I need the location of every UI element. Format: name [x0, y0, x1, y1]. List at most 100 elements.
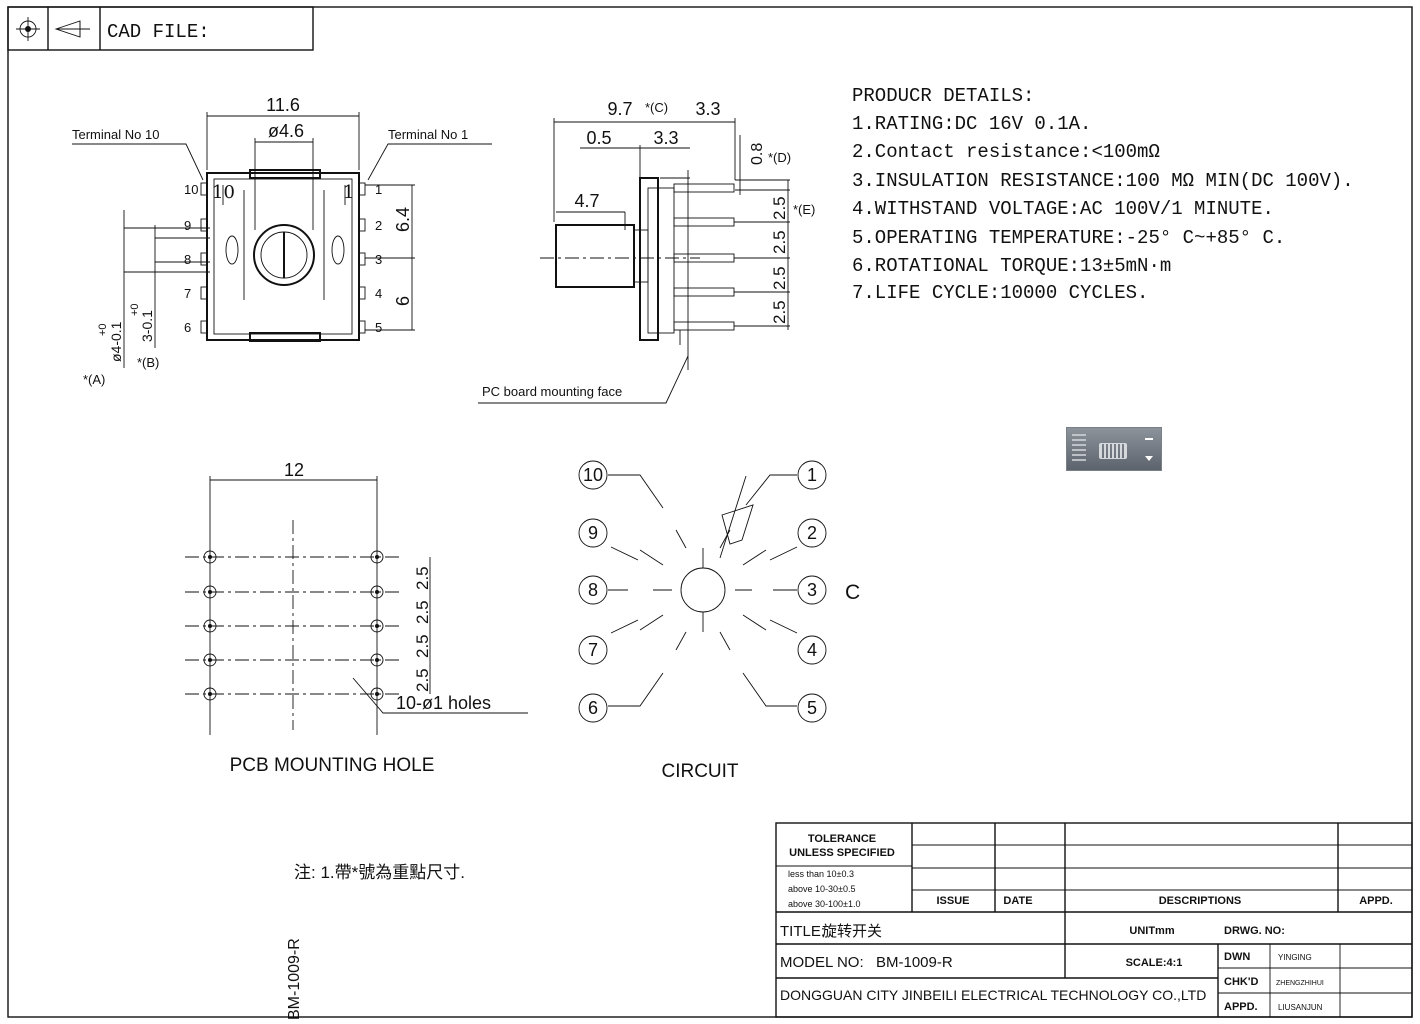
- descriptions-header: DESCRIPTIONS: [1159, 895, 1242, 907]
- note-text: 注: 1.帶*號為重點尺寸.: [294, 863, 465, 882]
- circuit-terminal-label: 4: [807, 640, 817, 660]
- drag-handle-icon[interactable]: [1072, 434, 1086, 464]
- dim-33-top: 3.3: [695, 99, 720, 119]
- dwn-value: YINGING: [1278, 953, 1312, 962]
- side-pitch: 2.5: [770, 230, 789, 254]
- circuit-terminal-label: 1: [807, 465, 817, 485]
- dim-total: 9.7: [607, 99, 632, 119]
- drwg-no-label: DRWG. NO:: [1224, 925, 1285, 937]
- title-value: 旋转开关: [822, 923, 882, 940]
- dim-lower: 6: [393, 296, 413, 306]
- sheet-border: [7, 6, 1413, 1018]
- tolerance-row: less than 10±0.3: [788, 869, 854, 879]
- detail-item: 2.Contact resistance:<100mΩ: [852, 141, 1160, 163]
- chkd-label: CHK'D: [1224, 976, 1258, 988]
- model-label: MODEL NO:: [780, 954, 864, 971]
- circuit-terminal-label: 5: [807, 698, 817, 718]
- side-pins: [673, 183, 735, 331]
- cad-file-label: CAD FILE:: [107, 21, 210, 43]
- circuit-terminals: 1 2 3 4 5 6 7 8 9 10: [578, 460, 827, 723]
- pcb-holes-label: 10-ø1 holes: [396, 693, 491, 713]
- title-block: TOLERANCE UNLESS SPECIFIED less than 10±…: [775, 822, 1413, 1018]
- circuit: 1 2 3 4 5 6 7 8 9 10 C CIRCUIT: [578, 460, 860, 782]
- tol-b: 3-0.1: [139, 310, 155, 342]
- mark-d: *(D): [768, 150, 791, 165]
- dropdown-arrow-icon[interactable]: [1145, 456, 1153, 461]
- pcb-pitch: 2.5: [413, 566, 432, 590]
- dim-33-mid: 3.3: [653, 128, 678, 148]
- circuit-terminal-label: 8: [588, 580, 598, 600]
- details-title: PRODUCR DETAILS:: [852, 85, 1034, 107]
- header-box: CAD FILE:: [7, 6, 314, 51]
- pcb-dim-width: 12: [284, 460, 304, 480]
- scale-label: SCALE:4:1: [1126, 957, 1183, 969]
- pcb-mounting-hole: 12 2.5 2.5 2.5 2.5 10-ø1 holes PCB MOUNT…: [185, 460, 528, 776]
- projection-target-icon: [16, 17, 40, 41]
- left-pin-label: 10: [184, 182, 198, 197]
- terminal-10-label: Terminal No 10: [72, 127, 159, 142]
- projection-cone-icon: [54, 20, 90, 38]
- right-pin-label: 5: [375, 320, 382, 335]
- minimize-icon[interactable]: [1145, 438, 1153, 440]
- right-pin-label: 2: [375, 218, 382, 233]
- inner-pin-label: 10: [212, 182, 235, 203]
- dim-width: 11.6: [266, 95, 300, 115]
- tol-a-plus: +0: [97, 323, 109, 336]
- mark-c: *(C): [645, 100, 668, 115]
- title-label: TITLE:: [780, 923, 825, 940]
- right-pin-label: 3: [375, 252, 382, 267]
- dim-47: 4.7: [574, 191, 599, 211]
- circuit-terminal-label: 7: [588, 640, 598, 660]
- issue-header: ISSUE: [936, 895, 969, 907]
- detail-item: 6.ROTATIONAL TORQUE:13±5mN·m: [852, 255, 1171, 277]
- left-pin-label: 8: [184, 252, 191, 267]
- side-code: BM-1009-R: [286, 938, 303, 1020]
- keyboard-icon[interactable]: [1099, 443, 1127, 459]
- pcb-hole-rows: [185, 550, 400, 701]
- side-pitch: 2.5: [770, 300, 789, 324]
- circuit-terminal-label: 9: [588, 523, 598, 543]
- right-pin-label: 1: [375, 182, 382, 197]
- right-pin-marks: [358, 182, 366, 334]
- appd-label: APPD.: [1224, 1001, 1258, 1013]
- detail-item: 3.INSULATION RESISTANCE:100 MΩ MIN(DC 10…: [852, 170, 1354, 192]
- tolerance-sub: UNLESS SPECIFIED: [789, 847, 895, 859]
- model-value: BM-1009-R: [876, 954, 953, 971]
- detail-item: 7.LIFE CYCLE:10000 CYCLES.: [852, 282, 1148, 304]
- inner-pin-label: 1: [343, 182, 354, 203]
- circuit-terminal-label: 6: [588, 698, 598, 718]
- tol-a: ø4-0.1: [108, 321, 124, 362]
- date-header: DATE: [1003, 895, 1032, 907]
- tolerance-row: above 30-100±1.0: [788, 899, 861, 909]
- dim-upper: 6.4: [393, 207, 413, 232]
- left-pin-marks: [200, 182, 208, 334]
- dim-08: 0.8: [749, 143, 766, 165]
- circuit-common-label: C: [845, 581, 860, 604]
- front-view: 10 9 8 7 6 1 2 3 4 5 10 1 11.6 ø4.6 Term…: [72, 95, 492, 387]
- detail-item: 5.OPERATING TEMPERATURE:-25° C~+85° C.: [852, 227, 1285, 249]
- side-view: 9.7 *(C) 3.3 0.5 3.3 4.7 0.8 *(D) 2.5 2.…: [478, 99, 815, 404]
- mark-b: *(B): [137, 355, 159, 370]
- pcb-pitch: 2.5: [413, 634, 432, 658]
- dwn-label: DWN: [1224, 951, 1250, 963]
- pcb-caption: PCB MOUNTING HOLE: [230, 755, 435, 776]
- appd-value: LIUSANJUN: [1278, 1003, 1323, 1012]
- pc-board-label: PC board mounting face: [482, 384, 622, 399]
- right-pin-label: 4: [375, 286, 382, 301]
- dim-shaft: ø4.6: [268, 121, 304, 141]
- detail-item: 1.RATING:DC 16V 0.1A.: [852, 113, 1091, 135]
- tolerance-title: TOLERANCE: [808, 833, 876, 845]
- side-pitch: 2.5: [770, 266, 789, 290]
- tolerance-row: above 10-30±0.5: [788, 884, 856, 894]
- left-pin-label: 9: [184, 218, 191, 233]
- detail-item: 4.WITHSTAND VOLTAGE:AC 100V/1 MINUTE.: [852, 198, 1274, 220]
- mark-a: *(A): [83, 372, 105, 387]
- unit-label: UNITmm: [1129, 925, 1174, 937]
- pcb-pitch: 2.5: [413, 600, 432, 624]
- circuit-terminal-label: 2: [807, 523, 817, 543]
- left-pin-label: 6: [184, 320, 191, 335]
- input-toolbar-widget[interactable]: [1066, 427, 1162, 471]
- company-name: DONGGUAN CITY JINBEILI ELECTRICAL TECHNO…: [780, 987, 1206, 1003]
- left-pin-label: 7: [184, 286, 191, 301]
